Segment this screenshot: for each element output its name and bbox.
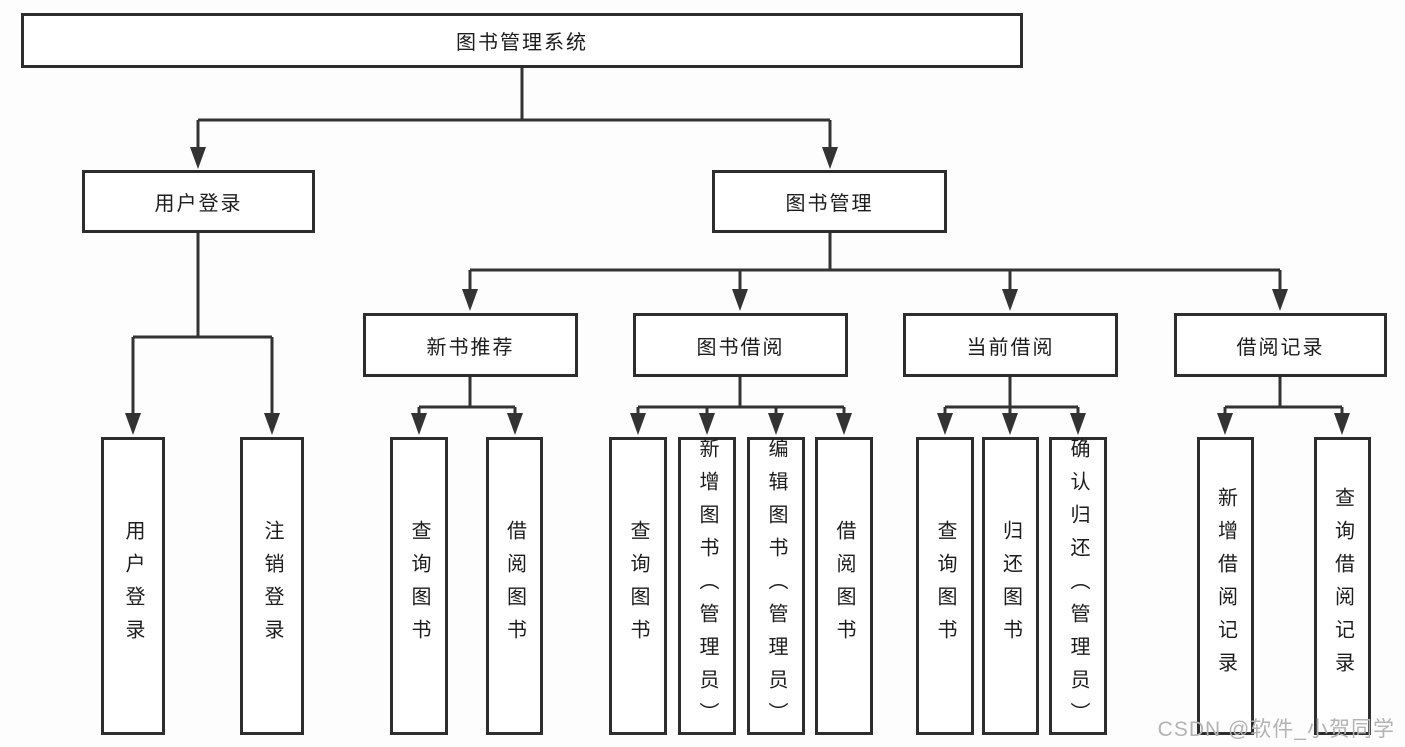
arrow-icon: [1217, 413, 1233, 435]
leaf-query-books-recommend: 查询图书: [390, 437, 448, 735]
csdn-watermark: CSDN @软件_小贺同学: [1157, 718, 1395, 741]
arrow-icon: [1070, 413, 1086, 435]
leaf-user-login: 用户登录: [101, 437, 165, 735]
node-label: 借阅记录: [1236, 336, 1325, 359]
node-label: 图书借阅: [696, 336, 785, 359]
arrow-icon: [630, 413, 646, 435]
node-new-book-recommend: 新书推荐: [363, 313, 578, 377]
arrow-icon: [937, 413, 953, 435]
connector-borrow-to-leaves: [636, 377, 846, 418]
leaf-logout: 注销登录: [240, 437, 304, 735]
leaf-borrow-books-borrowing: 借阅图书: [815, 437, 873, 735]
node-label: 图书管理: [785, 193, 874, 215]
connector-current-to-leaves: [943, 377, 1080, 418]
leaf-label: 注销登录: [261, 520, 283, 652]
arrow-icon: [1002, 413, 1018, 435]
leaf-edit-book-admin: 编辑图书（管理员）: [747, 437, 805, 735]
leaf-label: 归还图书: [999, 520, 1022, 652]
arrow-icon: [190, 147, 206, 169]
arrow-icon: [1272, 289, 1288, 311]
connector-bookmgmt-to-level3: [468, 233, 1282, 292]
node-label: 图书管理系统: [456, 32, 588, 54]
leaf-add-borrow-record: 新增借阅记录: [1197, 437, 1254, 735]
leaf-label: 查询图书: [408, 520, 430, 652]
leaf-label: 查询图书: [934, 520, 956, 652]
node-label: 新书推荐: [426, 336, 515, 359]
arrow-icon: [411, 413, 427, 435]
leaf-query-borrow-record: 查询借阅记录: [1314, 437, 1371, 735]
arrow-icon: [125, 413, 141, 435]
connector-records-to-leaves: [1223, 377, 1344, 418]
arrowheads: [125, 147, 1350, 435]
node-label: 当前借阅: [966, 336, 1055, 359]
leaf-label: 借阅图书: [503, 520, 526, 652]
connector-root-to-level2: [196, 68, 832, 150]
leaf-return-book: 归还图书: [982, 437, 1039, 735]
leaf-borrow-books-recommend: 借阅图书: [486, 437, 543, 735]
leaf-label: 确认归还（管理员）: [1067, 437, 1089, 735]
leaf-add-book-admin: 新增图书（管理员）: [678, 437, 736, 735]
arrow-icon: [264, 413, 280, 435]
arrow-icon: [1002, 289, 1018, 311]
leaf-label: 新增借阅记录: [1214, 487, 1237, 685]
leaf-label: 编辑图书（管理员）: [765, 437, 787, 735]
node-book-management: 图书管理: [712, 170, 947, 233]
leaf-label: 用户登录: [122, 520, 144, 652]
leaf-label: 查询图书: [627, 520, 649, 652]
leaf-label: 借阅图书: [833, 520, 855, 652]
arrow-icon: [822, 147, 838, 169]
node-label: 用户登录: [154, 193, 243, 215]
node-library-system: 图书管理系统: [21, 13, 1023, 68]
node-borrow-records: 借阅记录: [1174, 313, 1387, 377]
arrow-icon: [507, 413, 523, 435]
leaf-query-books-borrowing: 查询图书: [609, 437, 667, 735]
node-current-borrowing: 当前借阅: [903, 313, 1118, 377]
arrow-icon: [732, 289, 748, 311]
leaf-confirm-return-admin: 确认归还（管理员）: [1049, 437, 1107, 735]
arrow-icon: [699, 413, 715, 435]
leaf-label: 新增图书（管理员）: [696, 437, 718, 735]
node-user-login: 用户登录: [82, 170, 315, 233]
leaf-query-books-current: 查询图书: [916, 437, 974, 735]
connector-newbook-to-leaves: [417, 377, 517, 418]
arrow-icon: [768, 413, 784, 435]
arrow-icon: [836, 413, 852, 435]
arrow-icon: [462, 289, 478, 311]
arrow-icon: [1334, 413, 1350, 435]
node-book-borrowing: 图书借阅: [633, 313, 848, 377]
leaf-label: 查询借阅记录: [1331, 487, 1354, 685]
connector-userlogin-to-leaves: [131, 233, 274, 418]
